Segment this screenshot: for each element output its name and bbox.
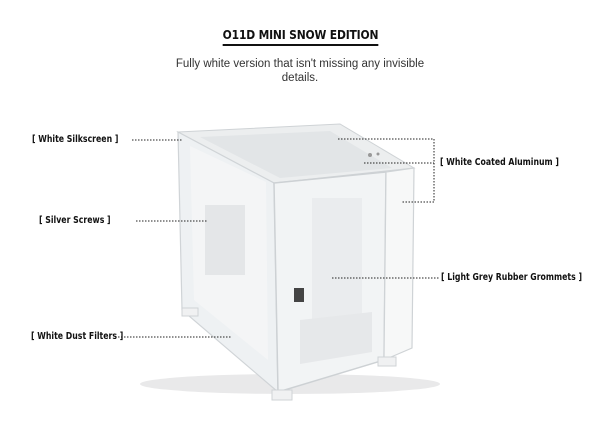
callout-dust-filters: [ White Dust Filters ] [31, 331, 124, 342]
reset-button [376, 152, 380, 156]
motherboard-tray [205, 205, 245, 275]
callout-grommets: [ Light Grey Rubber Grommets ] [441, 272, 583, 283]
page-subtitle: Fully white version that isn't missing a… [175, 58, 425, 84]
front-interior [312, 198, 362, 320]
front-foot [271, 389, 293, 401]
aluminum-leader-a [338, 138, 435, 203]
top-mesh [200, 131, 392, 178]
power-button [368, 153, 372, 157]
bottom-filter [300, 312, 372, 364]
callout-screws: [ Silver Screws ] [39, 215, 111, 226]
callout-silkscreen: [ White Silkscreen ] [32, 134, 119, 145]
page-title: O11D MINI SNOW EDITION [0, 26, 600, 46]
callout-aluminum: [ White Coated Aluminum ] [440, 157, 559, 168]
cable-detail [294, 288, 304, 302]
right-foot [377, 356, 397, 367]
back-foot [181, 307, 199, 317]
title-text: O11D MINI SNOW EDITION [222, 27, 378, 46]
aluminum-pillar [383, 167, 415, 361]
